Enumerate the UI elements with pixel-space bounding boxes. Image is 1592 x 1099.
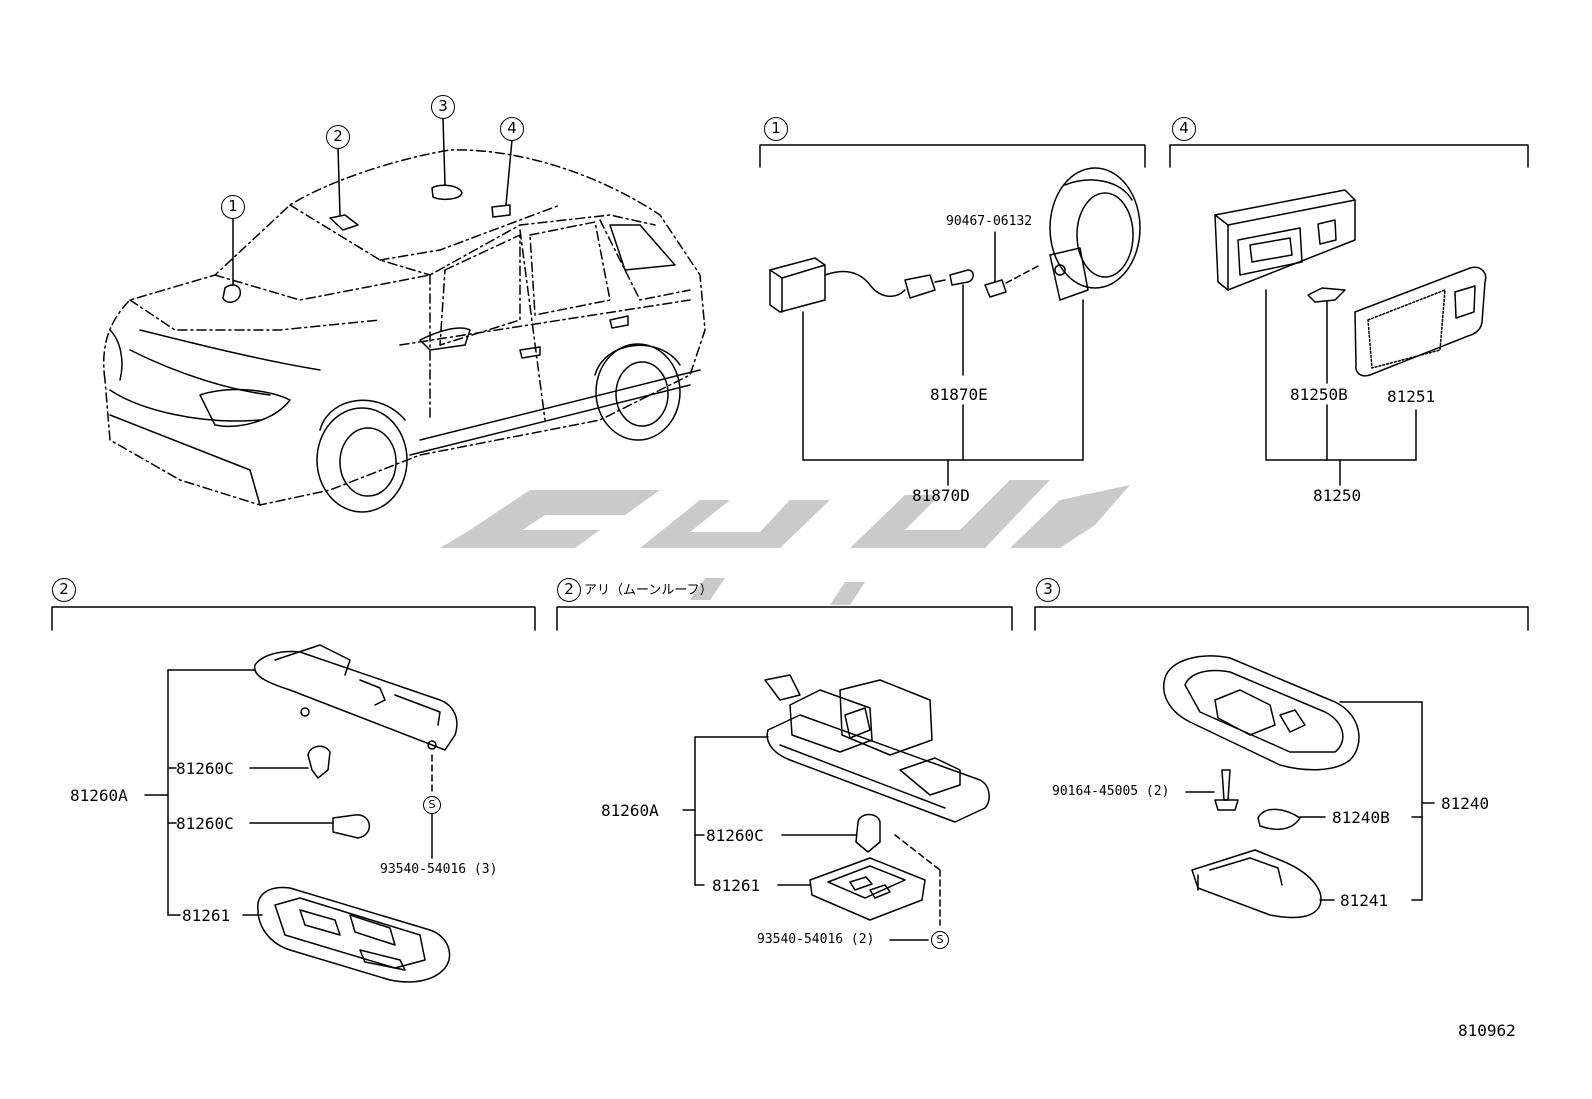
part-90164-45005: 90164-45005 (2) [1052,784,1170,799]
part-81240: 81240 [1441,794,1490,813]
section-4-parts [1214,189,1487,486]
part-81260A-left: 81260A [70,786,128,805]
section-3-frame [1034,606,1529,631]
screw-symbol-2a: S [423,796,441,814]
car-marker-4: 4 [500,117,524,141]
car-marker-1: 1 [221,195,245,219]
section-2b-frame [556,606,1013,631]
section-1-parts [769,167,1141,486]
part-81260C-left-1: 81260C [176,759,234,778]
part-81250B: 81250B [1290,385,1348,404]
section-2b-parts [682,674,990,941]
section-4-number: 4 [1172,117,1196,141]
section-1-frame [759,144,1146,168]
part-93540-54016-3: 93540-54016 (3) [380,862,498,877]
part-81261-moonroof: 81261 [712,876,761,895]
section-2a-frame [51,606,536,631]
section-2a-number: 2 [52,578,76,602]
car-marker-3: 3 [431,95,455,119]
watermark-logo [440,480,1130,605]
part-81241: 81241 [1340,891,1389,910]
diagram-code: 810962 [1458,1021,1516,1040]
part-81260C-moonroof: 81260C [706,826,764,845]
section-2a-parts [144,644,458,983]
section-3-number: 3 [1036,578,1060,602]
part-93540-54016-2: 93540-54016 (2) [757,932,875,947]
part-90467-06132: 90467-06132 [946,214,1033,229]
section-3-parts [1163,655,1435,919]
part-81870E: 81870E [930,385,988,404]
section-2b-number: 2 [557,578,581,602]
part-81260A-moonroof: 81260A [601,801,659,820]
part-81260C-left-2: 81260C [176,814,234,833]
car-marker-2: 2 [326,125,350,149]
part-81250: 81250 [1313,486,1362,505]
car-outline [103,117,706,513]
section-1-number: 1 [764,117,788,141]
part-81261-left: 81261 [182,906,231,925]
screw-symbol-2b: S [931,931,949,949]
part-81870D: 81870D [912,486,970,505]
moonroof-caption: アリ（ムーンルーフ） [584,583,713,598]
section-4-frame [1169,144,1529,168]
part-81240B: 81240B [1332,808,1390,827]
part-81251: 81251 [1387,387,1436,406]
